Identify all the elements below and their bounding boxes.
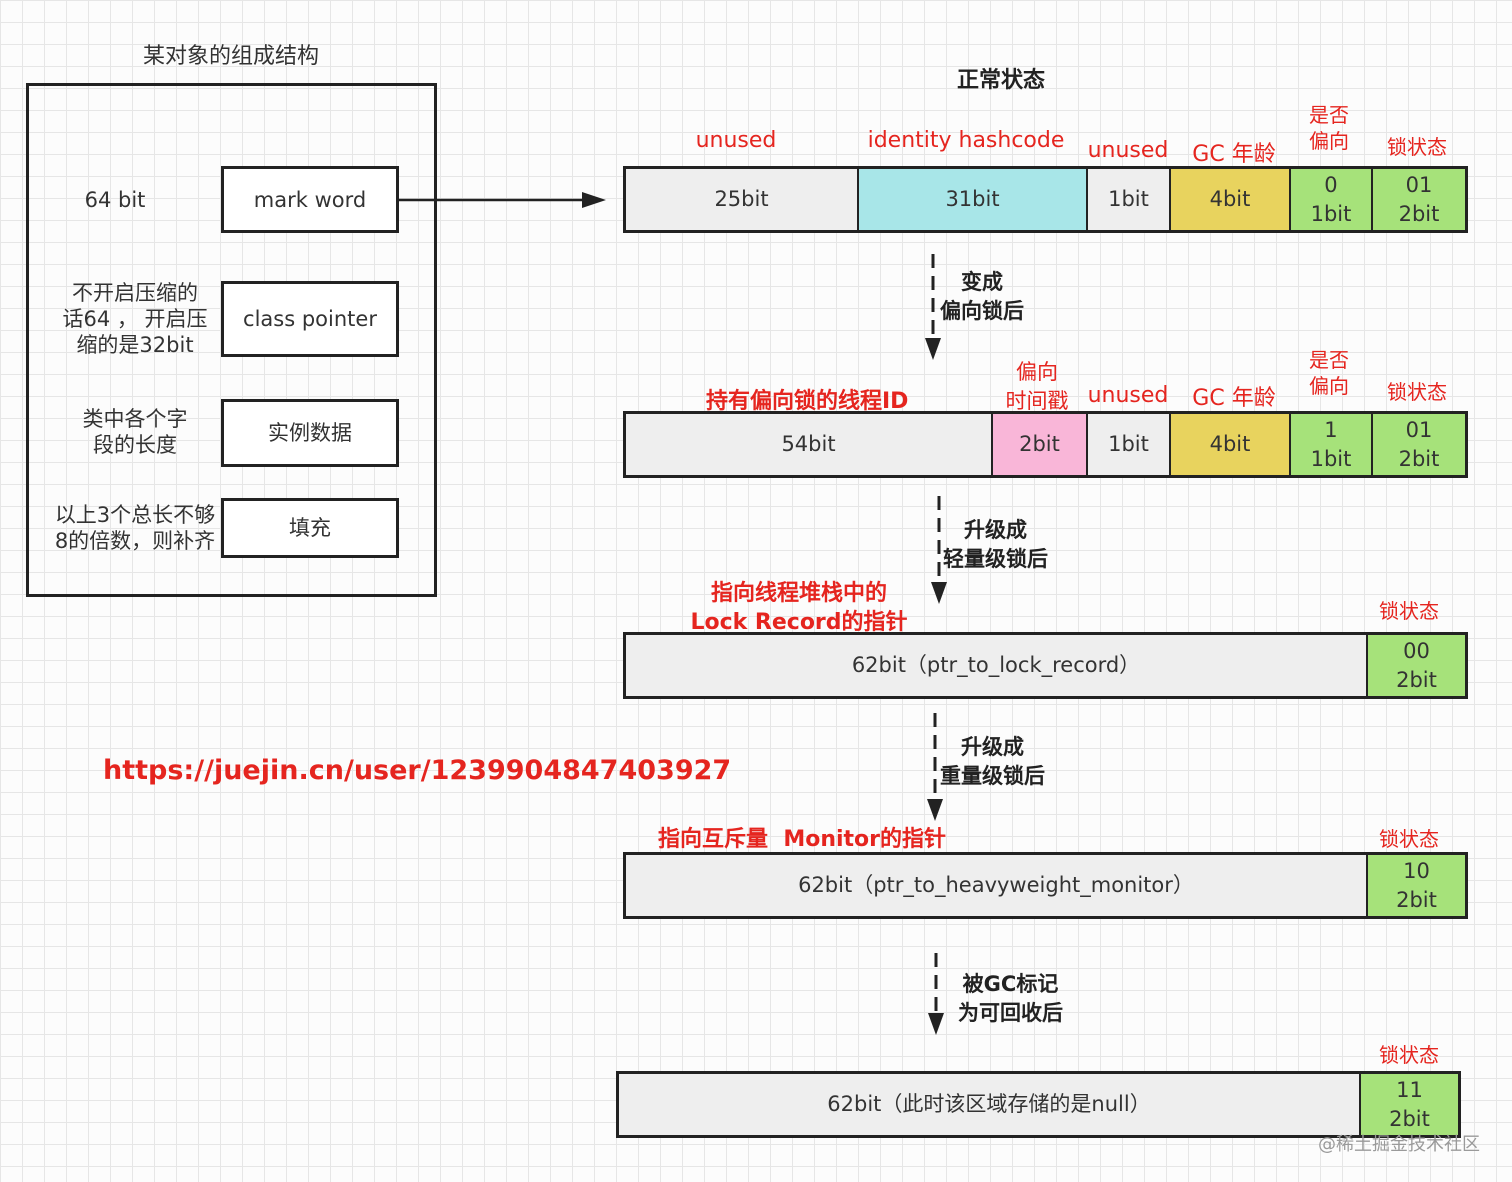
lightweight-lock-state-header: 锁状态 (1379, 599, 1439, 623)
class-pointer-size-label: 不开启压缩的 话64 ， 开启压 缩的是32bit (62, 281, 208, 357)
biased-gc-age-header: GC 年龄 (1192, 386, 1276, 411)
instance-data-size-label: 类中各个字 段的长度 (82, 407, 188, 457)
transition-arrow-4 (928, 953, 944, 1035)
transition-arrow-3 (927, 713, 943, 821)
lock-record-header: 指向线程堆栈中的 Lock Record的指针 (690, 581, 908, 635)
lightweight-pointer-segment: 62bit（ptr_to_lock_record） (626, 635, 1368, 696)
biased-state-row: 54bit 2bit 1bit 4bit 1 1bit 01 2bit (623, 411, 1468, 478)
normal-biased-segment: 0 1bit (1291, 169, 1373, 230)
unused-header-2: unused (1087, 138, 1169, 163)
biased-unused-segment: 1bit (1088, 414, 1171, 475)
gc-lock-state-header: 锁状态 (1379, 1043, 1439, 1067)
mark-word-box: mark word (221, 166, 399, 233)
biased-seg-text: 54bit (781, 432, 836, 456)
left-panel-title: 某对象的组成结构 (143, 44, 320, 69)
biased-seg-text: 4bit (1209, 432, 1251, 456)
biased-lock-segment: 01 2bit (1373, 414, 1465, 475)
instance-data-box: 实例数据 (221, 399, 399, 467)
author-url: https://juejin.cn/user/1239904847403927 (103, 755, 732, 786)
normal-unused-segment: 25bit (626, 169, 859, 230)
transition-arrow-2 (931, 496, 947, 604)
hashcode-header: identity hashcode (867, 128, 1065, 153)
mark-word-size-label: 64 bit (84, 188, 146, 212)
heavyweight-lock-state-header: 锁状态 (1379, 827, 1439, 851)
gc-lock-text: 11 2bit (1389, 1077, 1430, 1131)
padding-size-label: 以上3个总长不够 8的倍数，则补齐 (54, 503, 216, 553)
lock-state-header: 锁状态 (1387, 135, 1447, 159)
class-pointer-box: class pointer (221, 281, 399, 357)
normal-seg-text: 01 2bit (1398, 172, 1440, 226)
transition-label-4: 被GC标记 为可回收后 (958, 972, 1063, 1025)
heavyweight-state-row: 62bit（ptr_to_heavyweight_monitor） 10 2bi… (623, 852, 1468, 919)
heavyweight-lock-segment: 10 2bit (1368, 855, 1465, 916)
lightweight-lock-segment: 00 2bit (1368, 635, 1465, 696)
lightweight-main-text: 62bit（ptr_to_lock_record） (851, 653, 1141, 677)
biased-seg-text: 1bit (1108, 432, 1149, 456)
biased-seg-text: 01 2bit (1398, 417, 1440, 471)
biased-epoch-segment: 2bit (993, 414, 1088, 475)
transition-arrow-1 (925, 254, 941, 360)
biased-unused-header: unused (1087, 383, 1169, 408)
lightweight-lock-text: 00 2bit (1396, 638, 1437, 692)
normal-state-title: 正常状态 (957, 68, 1046, 93)
watermark: @稀土掘金技术社区 (1318, 1134, 1480, 1155)
biased-header: 是否 偏向 (1309, 103, 1349, 153)
biased-biased-segment: 1 1bit (1291, 414, 1373, 475)
lightweight-state-row: 62bit（ptr_to_lock_record） 00 2bit (623, 632, 1468, 699)
biased-gc-age-segment: 4bit (1171, 414, 1291, 475)
heavyweight-lock-text: 10 2bit (1396, 858, 1437, 912)
thread-id-header: 持有偏向锁的线程ID (706, 389, 909, 414)
biased-seg-text: 1 1bit (1310, 417, 1352, 471)
normal-state-row: 25bit 31bit 1bit 4bit 0 1bit 01 2bit (623, 166, 1468, 233)
transition-label-3: 升级成 重量级锁后 (940, 735, 1045, 788)
biased-lock-state-header: 锁状态 (1387, 380, 1447, 404)
gc-main-text: 62bit（此时该区域存储的是null） (827, 1092, 1151, 1116)
monitor-header: 指向互斥量 Monitor的指针 (658, 827, 947, 852)
heavyweight-main-text: 62bit（ptr_to_heavyweight_monitor） (798, 873, 1194, 897)
heavyweight-pointer-segment: 62bit（ptr_to_heavyweight_monitor） (626, 855, 1368, 916)
gc-null-segment: 62bit（此时该区域存储的是null） (619, 1074, 1361, 1135)
object-structure-frame (26, 83, 437, 597)
gc-age-header: GC 年龄 (1192, 142, 1276, 167)
unused-header-1: unused (695, 128, 777, 153)
biased-thread-id-segment: 54bit (626, 414, 993, 475)
transition-label-2: 升级成 轻量级锁后 (943, 518, 1048, 571)
biased-biased-header: 是否 偏向 (1309, 348, 1349, 398)
normal-gc-age-segment: 4bit (1171, 169, 1291, 230)
biased-seg-text: 2bit (1019, 432, 1060, 456)
normal-seg-text: 4bit (1209, 187, 1251, 211)
normal-seg-text: 25bit (714, 187, 769, 211)
epoch-header: 偏向 时间戳 (1005, 360, 1069, 413)
class-pointer-text: class pointer (243, 307, 377, 331)
normal-seg-text: 0 1bit (1310, 172, 1352, 226)
padding-text: 填充 (289, 516, 331, 540)
normal-seg-text: 1bit (1108, 187, 1149, 211)
normal-lock-segment: 01 2bit (1373, 169, 1465, 230)
mark-word-arrow (398, 192, 606, 208)
gc-state-row: 62bit（此时该区域存储的是null） 11 2bit (616, 1071, 1461, 1138)
instance-data-text: 实例数据 (268, 421, 352, 445)
padding-box: 填充 (221, 498, 399, 558)
normal-unused-bit-segment: 1bit (1088, 169, 1171, 230)
gc-lock-segment: 11 2bit (1361, 1074, 1458, 1135)
normal-hashcode-segment: 31bit (859, 169, 1088, 230)
transition-label-1: 变成 偏向锁后 (940, 270, 1024, 323)
normal-seg-text: 31bit (945, 187, 1000, 211)
mark-word-text: mark word (253, 187, 367, 212)
